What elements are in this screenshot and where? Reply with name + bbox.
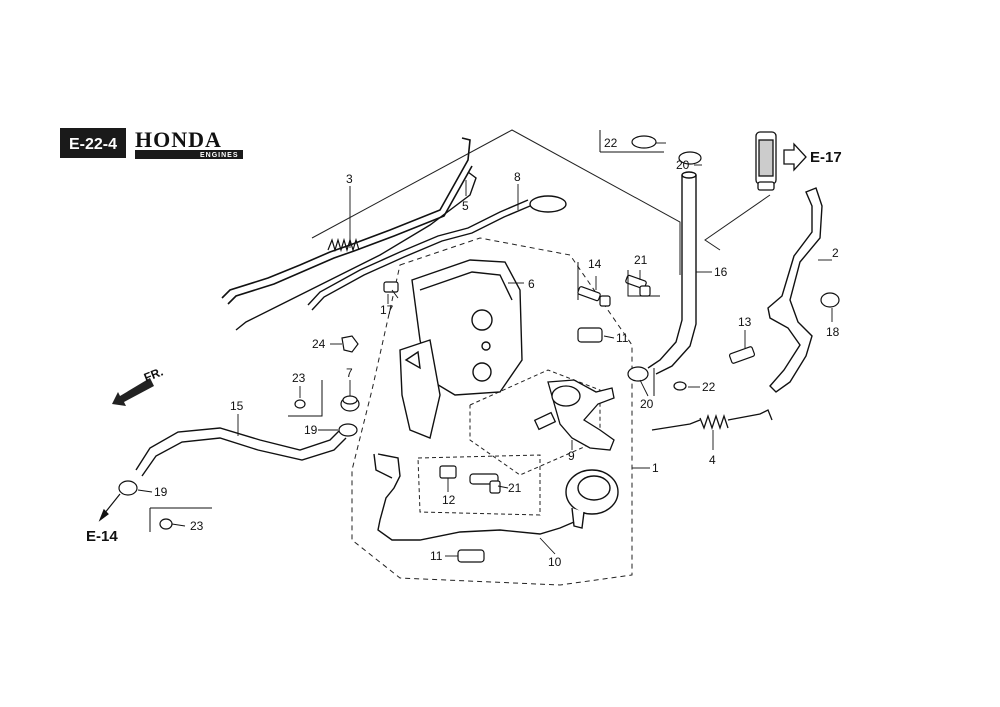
kit-bracket-top — [311, 129, 681, 275]
fuel-tank — [399, 259, 523, 439]
rod-5 — [235, 171, 477, 331]
callout-2: 2 — [832, 246, 839, 260]
diagram-header: E-22-4 HONDA ENGINES — [60, 127, 243, 159]
clamp-11-lower — [457, 549, 485, 563]
callout-22-lower: 22 — [702, 380, 716, 394]
callout-18: 18 — [826, 325, 840, 339]
front-arrow — [112, 378, 154, 406]
tether-10 — [373, 453, 575, 541]
callout-19-right: 19 — [304, 423, 318, 437]
kit-brackets — [149, 130, 664, 532]
grommet-7 — [340, 395, 360, 412]
tank-assembly-outline — [351, 237, 633, 586]
screw-21-lower — [469, 473, 501, 494]
clamp-22-lower — [673, 381, 687, 391]
callout-24: 24 — [312, 337, 326, 351]
e14-arrow — [98, 493, 121, 522]
bracket-2 — [767, 187, 823, 393]
spring-3 — [327, 237, 360, 253]
callout-21-lower: 21 — [508, 481, 522, 495]
hose-15 — [135, 427, 347, 477]
callout-10: 10 — [548, 555, 562, 569]
callout-7: 7 — [346, 366, 353, 380]
fuel-filter — [755, 131, 777, 191]
screw-21-upper — [625, 274, 651, 297]
callout-19-left: 19 — [154, 485, 168, 499]
clamp-20-lower — [627, 366, 649, 382]
screw-12 — [439, 465, 457, 479]
kit-leader-e17 — [704, 194, 771, 251]
rod-8 — [307, 195, 567, 311]
clip-24 — [341, 335, 359, 353]
brand-name: HONDA — [135, 127, 222, 152]
callout-3: 3 — [346, 172, 353, 186]
clip-23-lower — [159, 518, 173, 530]
ref-e17: E-17 — [810, 149, 842, 166]
callout-11-lower: 11 — [430, 549, 443, 563]
callout-4: 4 — [709, 453, 716, 467]
callout-21-upper: 21 — [634, 253, 648, 267]
bolt-14 — [577, 286, 611, 307]
clamp-20-upper — [678, 151, 702, 165]
bolt-13 — [728, 346, 756, 364]
callout-20-lower: 20 — [640, 397, 654, 411]
callout-23-upper: 23 — [292, 371, 306, 385]
e17-arrow — [783, 142, 807, 172]
front-label: FR. — [142, 365, 165, 385]
sub-box-12 — [417, 454, 541, 516]
clamp-22-upper — [631, 135, 657, 149]
callout-13: 13 — [738, 315, 752, 329]
fuel-valve — [533, 379, 615, 451]
clamp-19-right — [338, 423, 358, 437]
callout-labels: 1 2 3 4 5 6 7 8 9 10 11 11 12 13 14 15 1… — [154, 136, 840, 569]
diagram-code-box — [60, 128, 126, 158]
callout-12: 12 — [442, 493, 456, 507]
diagram-code: E-22-4 — [69, 136, 117, 153]
callout-20-upper: 20 — [676, 158, 690, 172]
callout-9: 9 — [568, 449, 575, 463]
callout-23-lower: 23 — [190, 519, 204, 533]
callout-16: 16 — [714, 265, 728, 279]
callout-17: 17 — [380, 303, 394, 317]
callout-11-upper: 11 — [616, 331, 629, 345]
callout-1: 1 — [652, 461, 659, 475]
callout-5: 5 — [462, 199, 469, 213]
callout-14: 14 — [588, 257, 602, 271]
honda-engines-logo: HONDA ENGINES — [135, 127, 243, 159]
clip-23-upper — [294, 399, 306, 409]
spring-4 — [651, 409, 773, 431]
leader-lines — [137, 142, 833, 557]
brand-sub: ENGINES — [200, 152, 239, 159]
hose-16 — [647, 171, 697, 375]
callout-8: 8 — [514, 170, 521, 184]
callout-22-upper: 22 — [604, 136, 618, 150]
brand-sub-bar — [135, 150, 243, 159]
stud-17 — [383, 281, 399, 293]
clamp-19-left — [118, 480, 138, 496]
fuel-cap — [565, 469, 619, 529]
ref-e14: E-14 — [86, 528, 118, 545]
callout-15: 15 — [230, 399, 244, 413]
callout-6: 6 — [528, 277, 535, 291]
grommet-18 — [820, 292, 840, 308]
clamp-11-upper — [577, 327, 603, 343]
